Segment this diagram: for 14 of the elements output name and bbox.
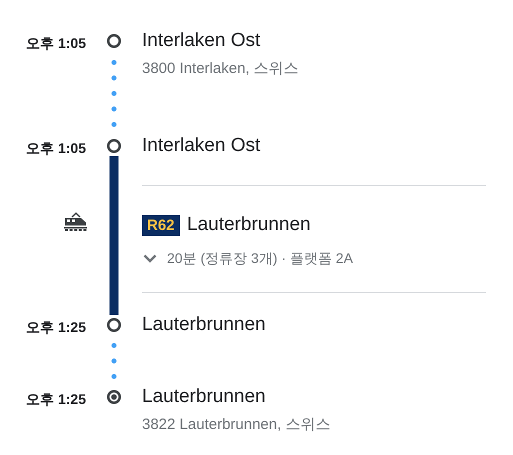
trip-details-text: 20분 (정류장 3개) · 플랫폼 2A	[167, 249, 353, 267]
station-name: Interlaken Ost	[142, 31, 260, 51]
time-label: 오후 1:25	[26, 390, 86, 408]
address-text: 3800 Interlaken, 스위스	[142, 60, 299, 78]
headsign-text: Lauterbrunnen	[187, 214, 311, 236]
station-name: Lauterbrunnen	[142, 315, 266, 335]
address-text: 3822 Lauterbrunnen, 스위스	[142, 416, 330, 434]
station-name: Interlaken Ost	[142, 136, 260, 156]
time-label: 오후 1:25	[26, 318, 86, 336]
route-line	[110, 156, 118, 315]
station-name: Lauterbrunnen	[142, 387, 266, 407]
time-label: 오후 1:05	[26, 34, 86, 52]
time-label: 오후 1:05	[26, 139, 86, 157]
route-badge: R62	[142, 215, 180, 236]
